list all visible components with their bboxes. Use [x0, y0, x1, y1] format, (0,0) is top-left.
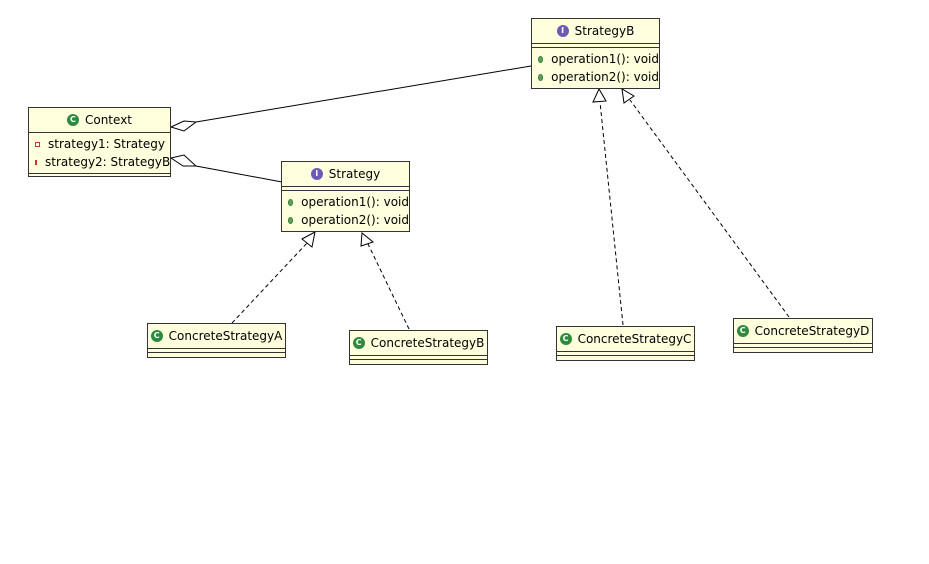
class-icon: C: [736, 325, 749, 337]
strategyb-operations: operation1(): void operation2(): void: [532, 48, 659, 88]
strategyb-header: I StrategyB: [532, 19, 659, 44]
operation-label: operation2(): void: [551, 70, 659, 84]
strategy-header: I Strategy: [282, 162, 409, 187]
concretestrategyd-header: C ConcreteStrategyD: [734, 319, 872, 344]
context-class-box[interactable]: C Context strategy1: Strategy strategy2:…: [28, 107, 171, 177]
concretestrategyc-header: C ConcreteStrategyC: [557, 327, 694, 352]
class-icon: C: [559, 333, 572, 345]
realization-concreted-strategyb: [621, 88, 790, 318]
concretestrategya-header: C ConcreteStrategyA: [148, 324, 285, 349]
strategyb-interface-box[interactable]: I StrategyB operation1(): void operation…: [531, 18, 660, 89]
public-operation-icon: [538, 55, 544, 63]
concretestrategyc-class-box[interactable]: C ConcreteStrategyC: [556, 326, 695, 361]
concretestrategyd-operations: [734, 348, 872, 351]
strategyb-name: StrategyB: [574, 24, 635, 38]
concretestrategya-class-box[interactable]: C ConcreteStrategyA: [147, 323, 286, 358]
operation-row: operation1(): void: [282, 193, 409, 211]
operation-label: operation1(): void: [301, 195, 409, 209]
concretestrategyd-attributes: [734, 344, 872, 348]
concretestrategya-operations: [148, 353, 285, 356]
concretestrategyd-class-box[interactable]: C ConcreteStrategyD: [733, 318, 873, 353]
concretestrategyb-attributes: [350, 356, 487, 360]
strategy-name: Strategy: [328, 167, 381, 181]
realization-concreteb-strategy: [360, 232, 410, 330]
aggregation-context-strategy: [169, 154, 283, 183]
concretestrategyc-operations: [557, 356, 694, 359]
concretestrategya-attributes: [148, 349, 285, 353]
concretestrategyb-class-box[interactable]: C ConcreteStrategyB: [349, 330, 488, 365]
strategy-interface-box[interactable]: I Strategy operation1(): void operation2…: [281, 161, 410, 232]
operation-row: operation2(): void: [532, 68, 659, 86]
interface-icon: I: [556, 25, 569, 37]
public-operation-icon: [538, 73, 544, 81]
strategy-operations: operation1(): void operation2(): void: [282, 191, 409, 231]
context-attributes: strategy1: Strategy strategy2: StrategyB: [29, 133, 170, 174]
concretestrategya-name: ConcreteStrategyA: [168, 329, 283, 343]
strategyb-attributes: [532, 44, 659, 48]
concretestrategyb-operations: [350, 360, 487, 363]
realization-concretec-strategyb: [592, 87, 624, 326]
class-icon: C: [352, 337, 365, 349]
public-operation-icon: [288, 216, 294, 224]
attribute-row: strategy1: Strategy: [29, 135, 170, 153]
strategy-attributes: [282, 187, 409, 191]
aggregation-context-strategyb: [169, 65, 532, 132]
concretestrategyb-name: ConcreteStrategyB: [370, 336, 485, 350]
context-name: Context: [84, 113, 132, 127]
attribute-row: strategy2: StrategyB: [29, 153, 170, 171]
concretestrategyc-attributes: [557, 352, 694, 356]
class-icon: C: [66, 114, 79, 126]
class-icon: C: [150, 330, 163, 342]
attribute-label: strategy1: Strategy: [48, 137, 165, 151]
realization-concretea-strategy: [231, 231, 316, 324]
concretestrategyd-name: ConcreteStrategyD: [754, 324, 870, 338]
private-attribute-icon: [35, 159, 37, 165]
context-operations: [29, 174, 170, 177]
concretestrategyb-header: C ConcreteStrategyB: [350, 331, 487, 356]
context-header: C Context: [29, 108, 170, 133]
interface-icon: I: [310, 168, 323, 180]
operation-row: operation1(): void: [532, 50, 659, 68]
operation-label: operation2(): void: [301, 213, 409, 227]
public-operation-icon: [288, 198, 294, 206]
operation-label: operation1(): void: [551, 52, 659, 66]
private-attribute-icon: [35, 141, 40, 147]
operation-row: operation2(): void: [282, 211, 409, 229]
concretestrategyc-name: ConcreteStrategyC: [577, 332, 692, 346]
attribute-label: strategy2: StrategyB: [45, 155, 171, 169]
